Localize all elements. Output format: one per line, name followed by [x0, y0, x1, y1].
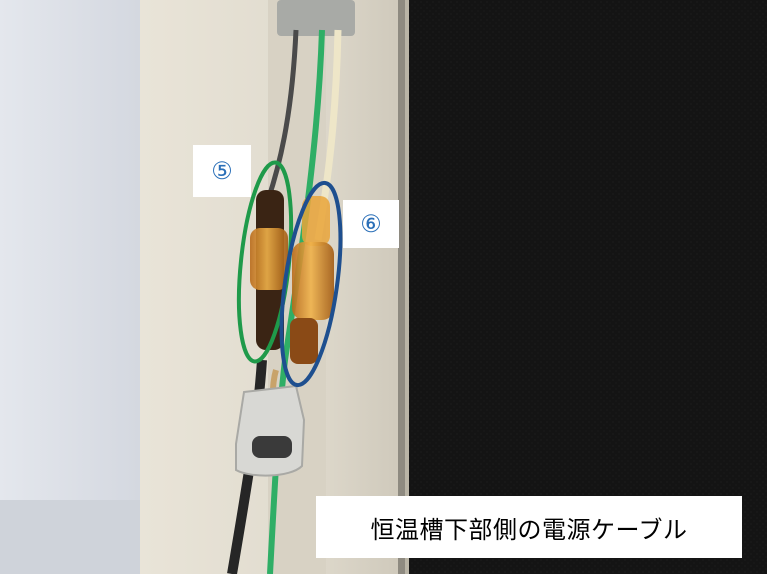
panel-edge: [398, 0, 408, 574]
cable-dark: [265, 29, 299, 201]
cable-clip: [235, 384, 306, 477]
cable-green: [267, 29, 325, 574]
splice-6-end: [290, 318, 318, 364]
left-wall: [0, 0, 150, 574]
panel-edge-highlight: [405, 0, 409, 574]
cable-sleeve: [277, 0, 355, 36]
label-6: ⑥: [343, 200, 399, 248]
splice-6-sleeve: [292, 242, 334, 320]
clip-hole: [252, 436, 292, 458]
label-5: ⑤: [193, 145, 251, 197]
dark-panel: [402, 0, 767, 574]
left-wall-shadow: [0, 500, 150, 574]
circle-6-outline: [279, 180, 343, 388]
splice-5-sleeve: [250, 228, 288, 290]
splice-6-tip: [302, 196, 330, 246]
caption: 恒温槽下部側の電源ケーブル: [316, 496, 742, 558]
